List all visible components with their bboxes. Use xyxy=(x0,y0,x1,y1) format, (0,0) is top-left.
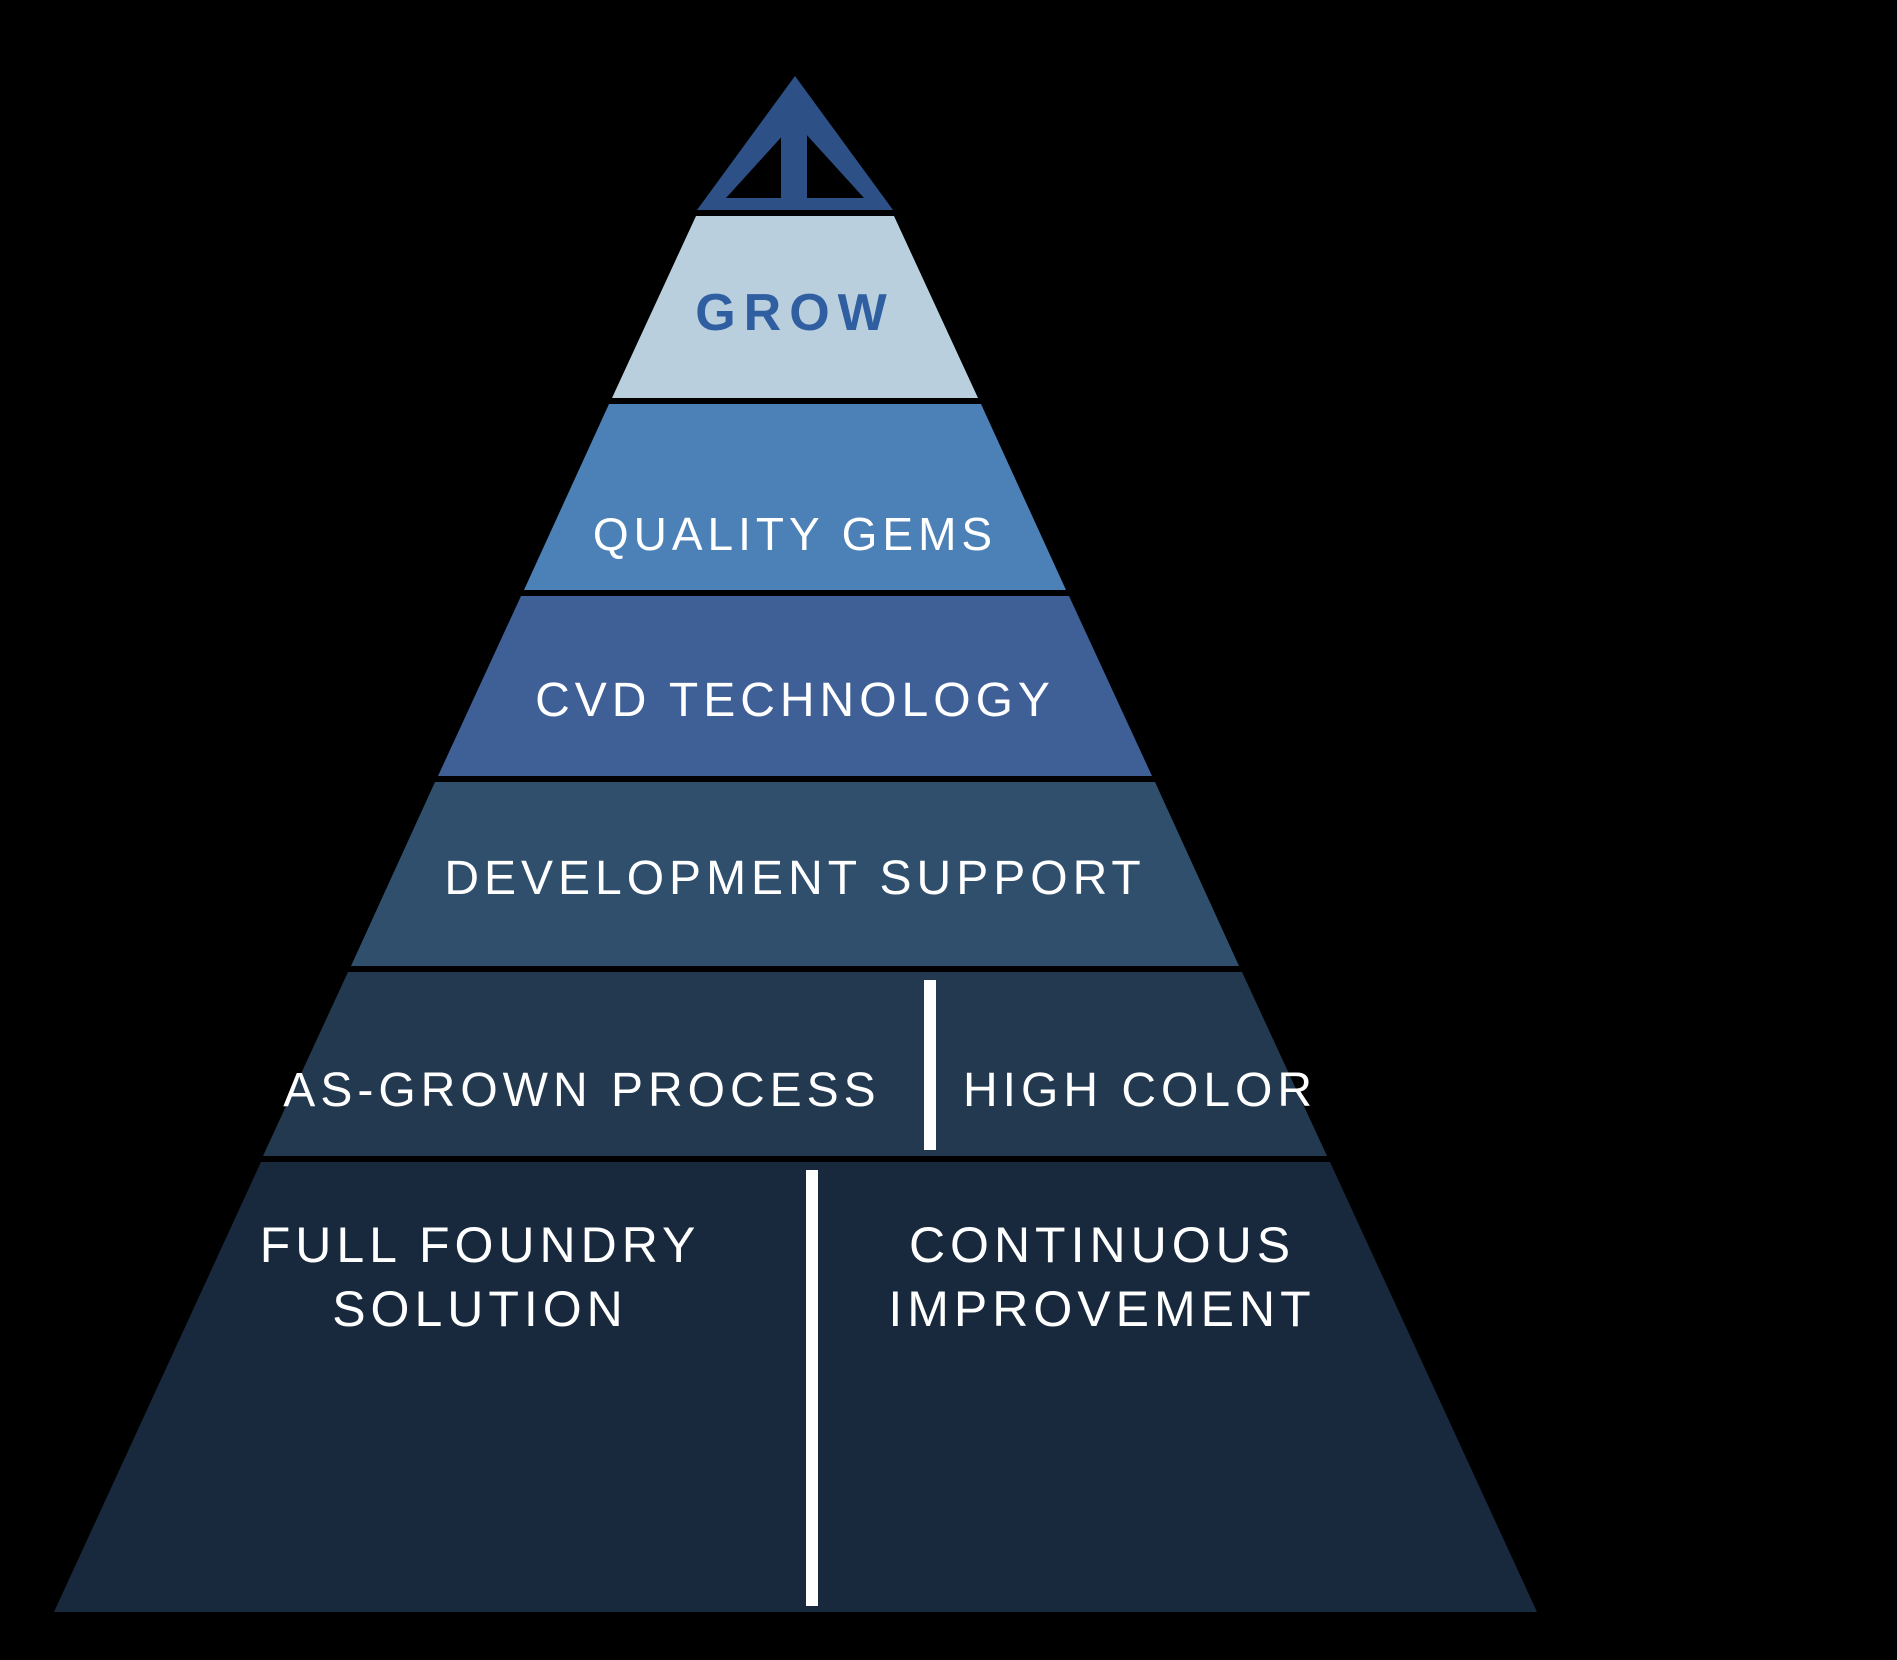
pyramid-layer-foundry-improvement: FULL FOUNDRY SOLUTION CONTINUOUS IMPROVE… xyxy=(54,1162,1537,1612)
layer-high-color-label: HIGH COLOR xyxy=(963,1064,1317,1117)
layer-5-divider xyxy=(924,980,936,1150)
layer-grow-label: GROW xyxy=(695,284,895,342)
layer-as-grown-shape xyxy=(263,972,1327,1156)
pyramid-layer-as-grown-high-color: AS-GROWN PROCESS HIGH COLOR xyxy=(263,972,1327,1156)
apex-logo-triangle xyxy=(697,76,893,210)
layer-as-grown-label: AS-GROWN PROCESS xyxy=(283,1064,880,1117)
apex-logo xyxy=(697,76,893,210)
pyramid-layer-cvd-technology: CVD TECHNOLOGY xyxy=(438,596,1152,776)
layer-quality-gems-shape xyxy=(524,404,1066,590)
layer-improvement-label-line1: CONTINUOUS xyxy=(909,1217,1295,1273)
layer-improvement-label-line2: IMPROVEMENT xyxy=(888,1281,1315,1337)
layer-foundry-label-line1: FULL FOUNDRY xyxy=(260,1217,701,1273)
pyramid-layer-development-support: DEVELOPMENT SUPPORT xyxy=(351,782,1239,966)
layer-foundry-shape xyxy=(54,1162,1537,1612)
layer-development-support-label: DEVELOPMENT SUPPORT xyxy=(444,852,1145,905)
layer-grow-shape xyxy=(612,216,978,398)
layer-cvd-technology-shape xyxy=(438,596,1152,776)
layer-6-divider xyxy=(806,1170,818,1606)
layer-foundry-label-line2: SOLUTION xyxy=(332,1281,628,1337)
pyramid-layer-grow: GROW xyxy=(612,216,978,398)
apex-logo-bar xyxy=(781,112,807,210)
layer-quality-gems-label: QUALITY GEMS xyxy=(593,508,997,560)
pyramid-layer-quality-gems: QUALITY GEMS xyxy=(524,404,1066,590)
layer-cvd-technology-label: CVD TECHNOLOGY xyxy=(535,674,1055,727)
layer-development-support-shape xyxy=(351,782,1239,966)
